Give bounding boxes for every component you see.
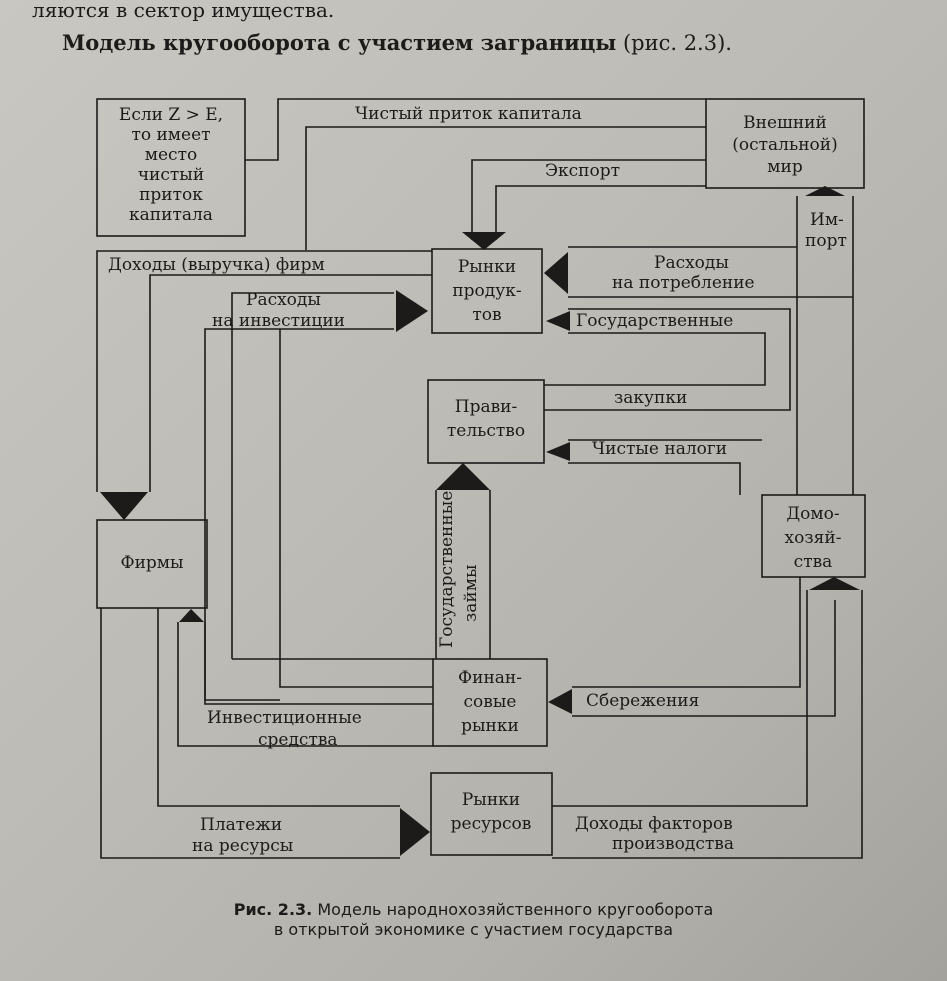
investment-spending-arrowhead <box>396 290 428 332</box>
figure-caption: Рис. 2.3. Модель народнохозяйственного к… <box>0 900 947 940</box>
investment-spending-label: Расходы <box>246 290 321 310</box>
government-purchases-label: Государственные <box>576 311 733 331</box>
government-box <box>427 379 545 464</box>
note-box-line: приток <box>139 185 203 205</box>
households-box-line: Домо- <box>786 504 839 524</box>
financial-markets-box-line: рынки <box>461 716 519 736</box>
savings-channel <box>572 577 836 717</box>
firms-box <box>96 519 208 609</box>
caption-text-1: Модель народнохозяйственного кругооборот… <box>312 900 714 919</box>
savings-label: Сбережения <box>586 691 699 711</box>
net-capital-inflow-channel <box>245 98 706 250</box>
savings-arrowhead <box>548 689 572 714</box>
firms-box-line: Фирмы <box>120 553 183 573</box>
net-taxes-arrowhead <box>546 442 570 461</box>
caption-line-1: Рис. 2.3. Модель народнохозяйственного к… <box>0 900 947 920</box>
product-markets-box-line: продук- <box>452 281 521 301</box>
resource-markets-box-line: Рынки <box>462 790 520 810</box>
government-purchases-arrowhead <box>546 311 570 331</box>
resource-markets-box-line: ресурсов <box>451 814 532 834</box>
resource-payments-arrowhead <box>400 808 430 856</box>
world-box-line: мир <box>767 157 803 177</box>
note-box-line: то имеет <box>131 125 210 145</box>
world-box-line: Внешний <box>743 113 827 133</box>
consumption-channel <box>568 246 854 495</box>
government-loans-label: займы <box>461 565 481 623</box>
investment-spending-label: на инвестиции <box>212 311 345 331</box>
households-box-line: ства <box>794 552 833 572</box>
firm-revenue-arrowhead <box>100 492 148 520</box>
households-box <box>761 494 866 578</box>
note-box <box>96 98 246 237</box>
product-markets-box <box>431 248 543 334</box>
financial-markets-box-line: Финан- <box>458 668 522 688</box>
consumption-spending-label: Расходы <box>654 253 729 273</box>
export-arrowhead <box>462 232 506 250</box>
resource-payments-channel <box>100 608 400 859</box>
export-channel <box>471 159 706 240</box>
export-label: Экспорт <box>545 161 620 181</box>
import-label: Им- <box>810 210 844 230</box>
factor-income-channel <box>552 590 863 859</box>
firm-revenue-channel <box>96 250 432 492</box>
government-loans-channel <box>435 490 491 659</box>
consumption-spending-label: на потребление <box>612 273 755 293</box>
investment-funds-label: Инвестиционные <box>207 708 362 728</box>
government-purchases-channel <box>544 308 791 411</box>
section-subtitle: Модель кругооборота с участием заграницы… <box>62 30 732 55</box>
factor-income-label: Доходы факторов <box>575 814 733 834</box>
net-capital-inflow-label: Чистый приток капитала <box>355 104 582 124</box>
government-loans-label: Государственные <box>437 491 457 648</box>
government-loans-arrowhead <box>436 463 490 490</box>
product-markets-box-line: Рынки <box>458 257 516 277</box>
world-box-line: (остальной) <box>732 135 838 155</box>
net-taxes-label: Чистые налоги <box>592 439 727 459</box>
firm-revenue-label: Доходы (выручка) фирм <box>108 255 325 275</box>
product-markets-box-line: тов <box>472 305 501 325</box>
note-box-line: место <box>145 145 197 165</box>
factor-income-arrowhead <box>809 577 860 590</box>
caption-text-2: в открытой экономике с участием государс… <box>273 920 674 939</box>
investment-funds-channel <box>177 622 433 747</box>
import-arrowhead <box>805 186 845 196</box>
world-box <box>705 98 865 189</box>
resource-markets-box <box>430 772 553 856</box>
subtitle-figure-ref: (рис. 2.3). <box>616 31 732 55</box>
investment-funds-label: средства <box>258 730 338 750</box>
government-purchases-label: закупки <box>614 388 687 408</box>
investment-spending-inner <box>279 329 433 688</box>
note-box-line: Если Z > E, <box>119 105 223 125</box>
caption-label: Рис. 2.3. <box>233 900 313 919</box>
government-box-line: тельство <box>447 421 525 441</box>
net-taxes-channel <box>568 439 762 495</box>
import-channel <box>796 196 854 297</box>
consumption-arrowhead <box>544 252 568 294</box>
import-label: порт <box>805 231 847 251</box>
top-text-line: ляются в сектор имущества. <box>32 0 335 22</box>
investment-funds-arrowhead <box>179 609 204 622</box>
subtitle-text: Модель кругооборота с участием заграницы <box>62 30 617 55</box>
households-box-line: хозяй- <box>785 528 842 548</box>
resource-payments-label: Платежи <box>200 815 282 835</box>
resource-payments-label: на ресурсы <box>192 836 293 856</box>
financial-markets-box-line: совые <box>464 692 517 712</box>
investment-spending-channel <box>204 292 433 701</box>
government-box-line: Прави- <box>455 397 518 417</box>
factor-income-label: производства <box>612 834 734 854</box>
note-box-line: чистый <box>138 165 204 185</box>
note-box-line: капитала <box>129 205 213 225</box>
